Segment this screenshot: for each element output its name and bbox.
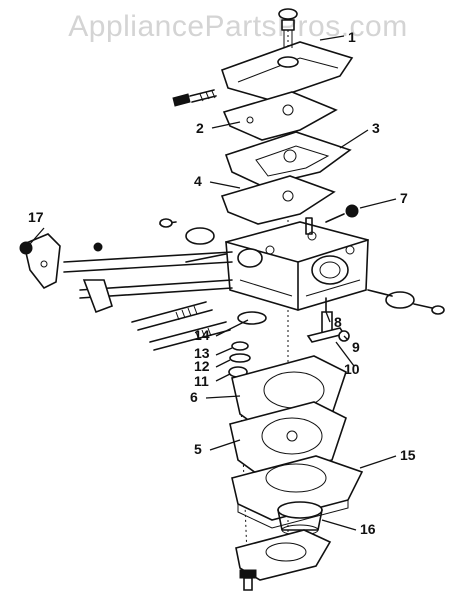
callout-10: 10 bbox=[344, 361, 360, 377]
callout-7: 7 bbox=[400, 190, 408, 206]
part-metering-gasket bbox=[222, 91, 338, 141]
callout-11: 11 bbox=[194, 373, 209, 389]
callout-5: 5 bbox=[194, 441, 202, 457]
part-pump-cover bbox=[231, 455, 364, 529]
callout-16: 16 bbox=[360, 521, 376, 537]
callout-8: 8 bbox=[334, 314, 342, 330]
callout-9: 9 bbox=[352, 339, 360, 355]
callout-14: 14 bbox=[194, 327, 210, 343]
part-inlet-needle bbox=[306, 297, 350, 343]
callout-labels: 1 2 3 4 5 6 7 8 9 10 11 12 13 14 15 16 1… bbox=[28, 29, 416, 537]
callout-6: 6 bbox=[190, 389, 198, 405]
callout-17: 17 bbox=[28, 209, 44, 225]
part-top-cover bbox=[172, 8, 354, 107]
leader-lines bbox=[29, 35, 397, 531]
part-gasket-4 bbox=[220, 175, 336, 225]
part-adjust-screw bbox=[325, 204, 359, 223]
part-idle-screws bbox=[131, 253, 231, 351]
callout-2: 2 bbox=[196, 120, 204, 136]
callout-13: 13 bbox=[194, 345, 210, 361]
part-throttle-lever bbox=[19, 233, 113, 314]
part-valve-stack bbox=[228, 311, 267, 378]
callout-12: 12 bbox=[194, 358, 210, 374]
part-carburetor-body bbox=[225, 217, 369, 311]
part-bottom-plate bbox=[235, 529, 332, 591]
part-filter-screen bbox=[277, 501, 323, 536]
callout-4: 4 bbox=[194, 173, 202, 189]
callout-1: 1 bbox=[348, 29, 356, 45]
callout-15: 15 bbox=[400, 447, 416, 463]
part-diaphragm bbox=[224, 131, 352, 187]
callout-3: 3 bbox=[372, 120, 380, 136]
